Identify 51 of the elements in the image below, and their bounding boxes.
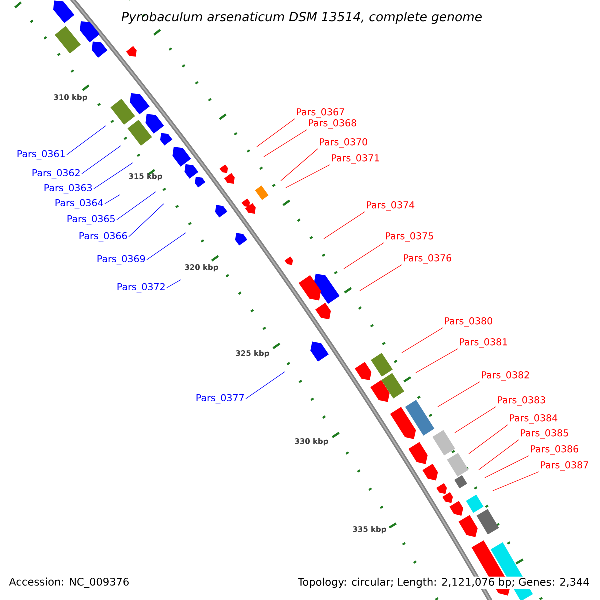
- gene-label: Pars_0369: [98, 255, 146, 265]
- leader-line: [264, 130, 308, 158]
- gene-label: Pars_0380: [445, 318, 492, 327]
- leader-line: [256, 118, 296, 148]
- gene-label: Pars_0375: [386, 232, 434, 242]
- leader-line: [324, 212, 366, 240]
- leader-line: [492, 472, 540, 492]
- accession-text: Accession: NC_009376: [9, 578, 129, 588]
- gene-label: Pars_0365: [68, 215, 115, 225]
- leader-line: [94, 162, 134, 190]
- gene-label: Pars_0384: [510, 414, 558, 424]
- gene-label: Pars_0376: [404, 254, 452, 264]
- gene-label: Pars_0385: [521, 430, 568, 439]
- leader-line: [438, 382, 480, 408]
- leader-line: [478, 440, 520, 470]
- gene-label: Pars_0362: [32, 169, 80, 179]
- gene-label: Pars_0374: [367, 202, 415, 211]
- gene-label: Pars_0377: [196, 394, 244, 404]
- leader-line: [166, 280, 182, 288]
- gene-label: Pars_0366: [80, 232, 128, 242]
- gene-label: Pars_0363: [44, 184, 92, 194]
- leader-line: [454, 406, 496, 434]
- gene-label: Pars_0372: [118, 283, 165, 293]
- leader-line: [468, 424, 508, 454]
- leader-line: [246, 372, 286, 400]
- genome-info-text: Topology: circular; Length: 2,121,076 bp; Genes: 2,344: [297, 576, 591, 590]
- leader-line: [146, 232, 186, 260]
- gene-label: Pars_0371: [332, 154, 380, 164]
- gene-label: Pars_0367: [297, 108, 344, 118]
- gene-label: Pars_0387: [541, 462, 588, 471]
- leader-line: [344, 242, 384, 270]
- leader-line: [402, 328, 444, 354]
- leader-line: [104, 194, 120, 204]
- gene-label: Pars_0370: [320, 138, 368, 148]
- gene-label: Pars_0381: [460, 338, 508, 348]
- leader-line: [286, 164, 330, 188]
- gene-label: Pars_0368: [309, 120, 356, 129]
- gene-label: Pars_0383: [498, 396, 546, 406]
- gene-label: Pars_0382: [482, 372, 530, 381]
- title: Pyrobaculum arsenaticum DSM 13514, complete genome: [122, 12, 482, 24]
- leader-line: [416, 348, 458, 374]
- leader-line: [484, 456, 530, 478]
- leader-line: [280, 148, 318, 182]
- leader-line: [360, 264, 402, 292]
- leader-line: [66, 126, 106, 156]
- gene-label: Pars_0386: [531, 446, 578, 455]
- gene-label: Pars_0364: [56, 199, 104, 209]
- leader-line: [82, 146, 122, 174]
- leader-line: [128, 204, 164, 238]
- leader-line: [116, 192, 156, 220]
- gene-label: Pars_0361: [18, 150, 65, 160]
